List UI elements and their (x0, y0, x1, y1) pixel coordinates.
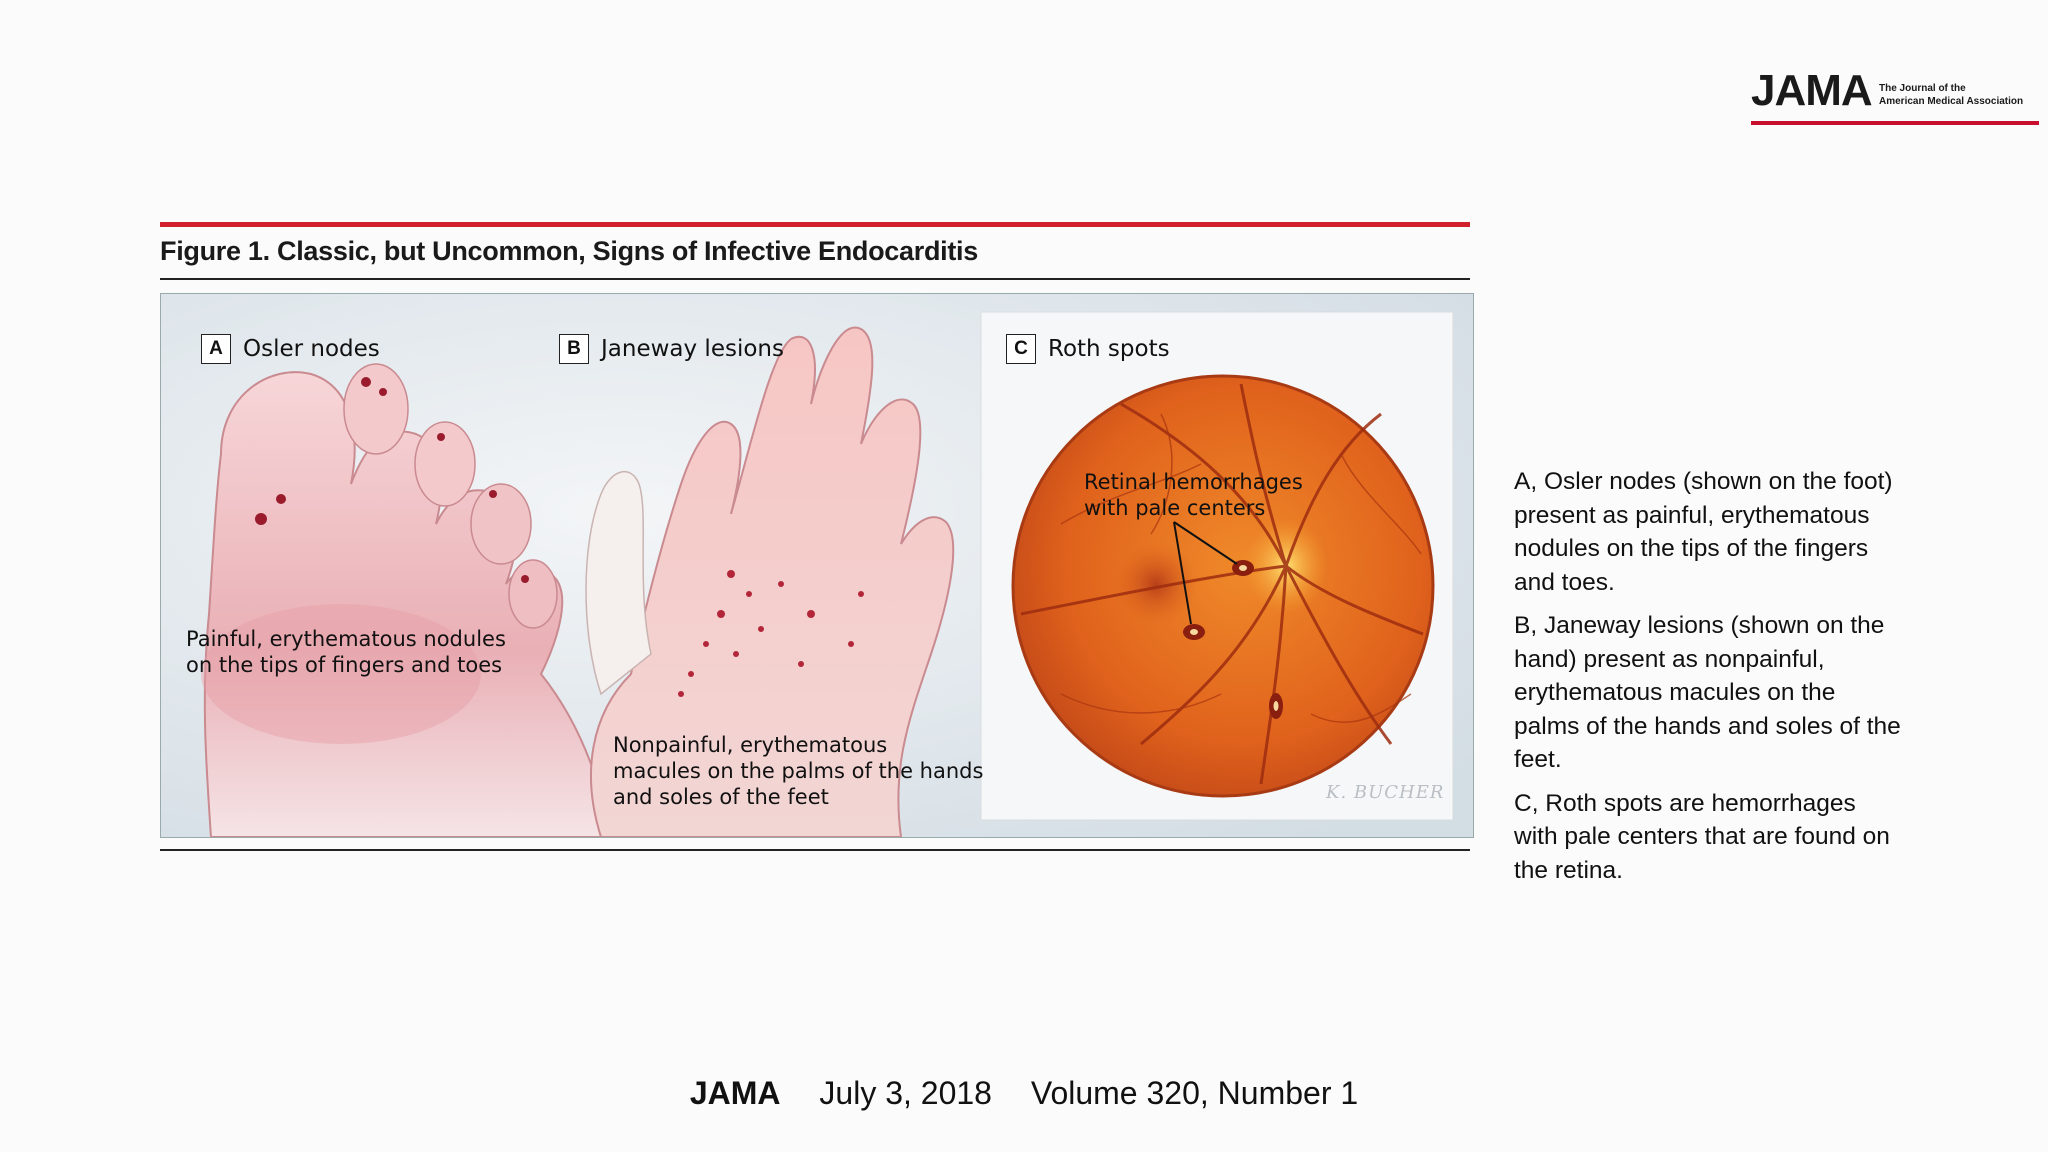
panel-b-caption-line: Nonpainful, erythematous (613, 733, 888, 757)
panel-b-caption: Nonpainful, erythematous macules on the … (613, 732, 983, 810)
illustration-drawing (161, 294, 1473, 837)
panel-c-caption-line: with pale centers (1084, 496, 1266, 520)
hand-illustration (585, 326, 955, 837)
description-paragraph-a: A, Osler nodes (shown on the foot) prese… (1514, 468, 1893, 596)
jama-logo: JAMA The Journal of the American Medical… (1751, 66, 2039, 126)
footer-issue: Volume 320, Number 1 (1030, 1075, 1359, 1111)
panel-c-label: C Roth spots (1006, 334, 1170, 364)
figure-top-rule (160, 278, 1470, 280)
logo-tagline-line1: The Journal of the (1879, 83, 1966, 94)
panel-c-caption-line: Retinal hemorrhages (1084, 470, 1303, 494)
panel-b-caption-line: macules on the palms of the hands (613, 759, 984, 783)
logo-tagline-line2: American Medical Association (1879, 96, 2024, 107)
panel-a-caption-line: on the tips of fingers and toes (186, 653, 503, 677)
figure-illustration: A Osler nodes B Janeway lesions C Roth s… (160, 293, 1474, 838)
figure-title: Figure 1. Classic, but Uncommon, Signs o… (160, 236, 978, 266)
figure-bottom-rule (160, 849, 1470, 851)
citation-footer: JAMA July 3, 2018 Volume 320, Number 1 (0, 1075, 2048, 1112)
panel-b-letter: B (559, 334, 589, 364)
figure-accent-rule (160, 222, 1470, 227)
description-paragraph-b: B, Janeway lesions (shown on the hand) p… (1514, 612, 1901, 773)
logo-wordmark: JAMA (1751, 66, 1873, 115)
panel-a-label: A Osler nodes (201, 334, 380, 364)
panel-b-label: B Janeway lesions (559, 334, 784, 364)
figure-description: A, Osler nodes (shown on the foot) prese… (1514, 465, 1904, 897)
retina-illustration (1011, 374, 1435, 798)
panel-c-caption: Retinal hemorrhages with pale centers (1084, 469, 1303, 521)
foot-illustration (201, 363, 613, 837)
panel-a-caption: Painful, erythematous nodules on the tip… (186, 626, 506, 678)
description-paragraph-c: C, Roth spots are hemorrhages with pale … (1514, 789, 1890, 884)
logo-tagline: The Journal of the American Medical Asso… (1879, 82, 2023, 108)
artist-signature: K. BUCHER (1326, 782, 1445, 803)
footer-date: July 3, 2018 (819, 1075, 992, 1111)
panel-a-name: Osler nodes (243, 336, 380, 362)
panel-a-letter: A (201, 334, 231, 364)
panel-b-name: Janeway lesions (601, 336, 784, 362)
logo-rule (1751, 121, 2039, 125)
panel-b-caption-line: and soles of the feet (613, 785, 829, 809)
panel-c-letter: C (1006, 334, 1036, 364)
panel-a-caption-line: Painful, erythematous nodules (186, 627, 506, 651)
footer-journal: JAMA (689, 1075, 781, 1111)
panel-c-name: Roth spots (1048, 336, 1170, 362)
